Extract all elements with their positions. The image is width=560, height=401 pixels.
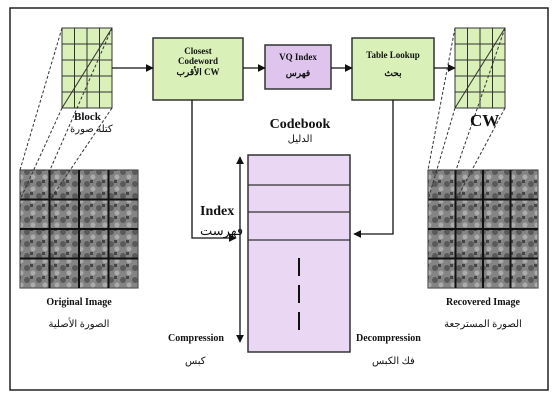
recovered-image bbox=[428, 170, 538, 288]
decompression-label: Decompression bbox=[356, 334, 421, 345]
decompression-label-ar: فك الكبس bbox=[372, 357, 415, 368]
arrow-lookup-to-codebook bbox=[354, 100, 393, 234]
recovered-image-label: Recovered Image bbox=[446, 298, 520, 309]
closest-codeword-line1: Closest bbox=[153, 46, 243, 56]
codebook-table bbox=[248, 155, 350, 352]
block-label-ar: كتلة صورة bbox=[70, 125, 113, 136]
table-lookup-line2: بحث bbox=[352, 68, 434, 78]
closest-codeword-line3: الأقرب CW bbox=[153, 67, 243, 77]
compression-label: Compression bbox=[168, 334, 224, 345]
codebook-title-ar: الدليل bbox=[288, 135, 313, 146]
block-grid-left bbox=[62, 28, 112, 108]
vq-index-line2: فهرس bbox=[265, 68, 331, 78]
original-image-label-ar: الصورة الأصلية bbox=[49, 320, 110, 331]
compression-label-ar: كبس bbox=[185, 357, 206, 368]
table-lookup-line1: Table Lookup bbox=[352, 50, 434, 60]
index-label: Index bbox=[200, 205, 234, 220]
vq-index-line1: VQ Index bbox=[265, 52, 331, 62]
original-image-label: Original Image bbox=[46, 298, 111, 309]
closest-codeword-label: Closest Codeword الأقرب CW bbox=[153, 46, 243, 77]
closest-codeword-line2: Codeword bbox=[153, 56, 243, 66]
block-grid-right bbox=[455, 28, 505, 108]
original-image bbox=[20, 170, 138, 288]
codebook-title: Codebook bbox=[270, 118, 331, 133]
vq-index-label: VQ Index فهرس bbox=[265, 52, 331, 79]
table-lookup-label: Table Lookup بحث bbox=[352, 50, 434, 79]
cw-label: CW bbox=[470, 112, 499, 130]
block-label: Block bbox=[74, 112, 101, 124]
index-label-ar: فهرست bbox=[200, 224, 243, 238]
recovered-image-label-ar: الصورة المسترجعة bbox=[444, 320, 522, 331]
